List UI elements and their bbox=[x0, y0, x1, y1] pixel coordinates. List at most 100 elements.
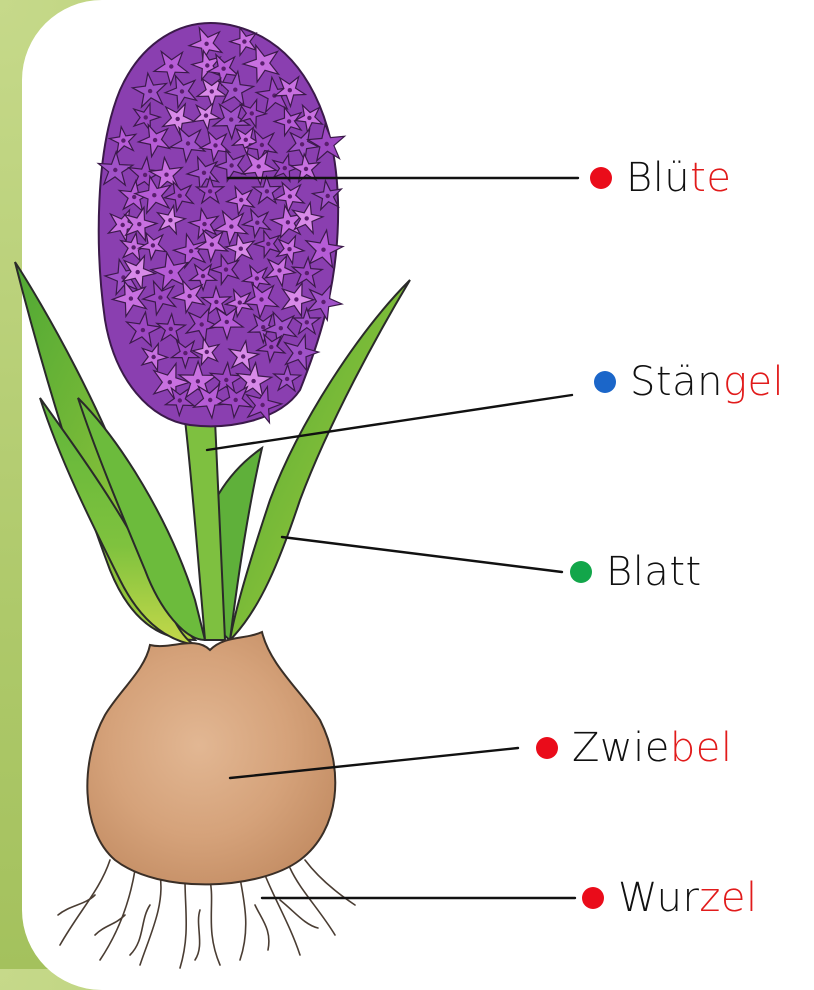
floret-center bbox=[221, 67, 225, 71]
floret-center bbox=[186, 141, 190, 145]
floret-center bbox=[259, 297, 263, 301]
leader-line-blatt bbox=[282, 537, 562, 572]
floret-center bbox=[143, 173, 147, 177]
floret-center bbox=[214, 300, 218, 304]
floret-center bbox=[288, 194, 292, 198]
floret-center bbox=[201, 274, 205, 278]
floret-center bbox=[151, 243, 155, 247]
floret-center bbox=[279, 326, 283, 330]
floret-center bbox=[208, 189, 212, 193]
floret-center bbox=[304, 167, 308, 171]
floret-center bbox=[233, 88, 237, 92]
floret-center bbox=[144, 115, 148, 119]
red-dot-icon bbox=[536, 737, 558, 759]
floret-center bbox=[151, 355, 155, 359]
floret-center bbox=[305, 320, 309, 324]
floret-center bbox=[131, 245, 135, 249]
label-text-red: gel bbox=[723, 359, 784, 405]
floret-center bbox=[239, 247, 243, 251]
floret-center bbox=[239, 198, 243, 202]
label-text-black: Zwie bbox=[572, 725, 670, 771]
label-text-black: Blü bbox=[626, 155, 690, 201]
floret-center bbox=[321, 300, 325, 304]
floret-center bbox=[213, 143, 217, 147]
label-zwiebel: Zwiebel bbox=[536, 724, 732, 772]
floret-center bbox=[129, 296, 133, 300]
floret-center bbox=[121, 138, 125, 142]
hyacinth-illustration bbox=[0, 0, 814, 969]
floret-center bbox=[205, 350, 209, 354]
floret-center bbox=[241, 354, 245, 358]
floret-center bbox=[225, 320, 229, 324]
label-blatt: Blatt bbox=[570, 548, 702, 596]
floret-center bbox=[152, 193, 156, 197]
floret-center bbox=[260, 143, 264, 147]
floret-center bbox=[300, 142, 304, 146]
floret-center bbox=[141, 328, 145, 332]
floret-center bbox=[210, 242, 214, 246]
floret-center bbox=[202, 171, 206, 175]
floret-center bbox=[277, 268, 281, 272]
red-dot-icon bbox=[582, 887, 604, 909]
floret-center bbox=[210, 89, 214, 93]
floret-center bbox=[202, 222, 206, 226]
label-text-red: bel bbox=[670, 725, 733, 771]
floret-center bbox=[287, 247, 291, 251]
floret-center bbox=[137, 222, 141, 226]
floret-center bbox=[283, 166, 287, 170]
label-text-black: Blatt bbox=[606, 549, 702, 595]
label-text-black: Wur bbox=[618, 875, 699, 921]
floret-center bbox=[196, 379, 200, 383]
floret-center bbox=[321, 248, 325, 252]
floret-center bbox=[250, 111, 254, 115]
floret-center bbox=[178, 398, 182, 402]
label-text-black: Stän bbox=[630, 359, 723, 405]
floret-center bbox=[269, 345, 273, 349]
floret-center bbox=[169, 64, 173, 68]
floret-center bbox=[204, 113, 208, 117]
label-text-red: zel bbox=[699, 875, 757, 921]
floret-center bbox=[204, 42, 208, 46]
label-text-red: te bbox=[690, 155, 731, 201]
floret-center bbox=[260, 403, 264, 407]
floret-center bbox=[298, 351, 302, 355]
floret-center bbox=[229, 224, 233, 228]
floret-center bbox=[251, 379, 255, 383]
floret-center bbox=[169, 327, 173, 331]
floret-center bbox=[265, 189, 269, 193]
floret-center bbox=[234, 398, 238, 402]
bulb bbox=[87, 632, 335, 884]
floret-center bbox=[287, 119, 291, 123]
floret-center bbox=[178, 194, 182, 198]
floret-center bbox=[229, 117, 233, 121]
floret-center bbox=[180, 89, 184, 93]
floret-center bbox=[164, 173, 168, 177]
floret-center bbox=[121, 223, 125, 227]
floret-center bbox=[176, 117, 180, 121]
floret-center bbox=[148, 89, 152, 93]
floret-center bbox=[168, 380, 172, 384]
floret-center bbox=[205, 63, 209, 67]
floret-center bbox=[260, 61, 264, 65]
floret-center bbox=[288, 88, 292, 92]
floret-center bbox=[136, 270, 140, 274]
floret-center bbox=[244, 138, 248, 142]
floret-center bbox=[255, 221, 259, 225]
floret-center bbox=[305, 271, 309, 275]
floret-center bbox=[326, 194, 330, 198]
floret-center bbox=[255, 276, 259, 280]
floret-center bbox=[325, 142, 329, 146]
floret-center bbox=[169, 270, 173, 274]
floret-center bbox=[266, 242, 270, 246]
floret-center bbox=[183, 351, 187, 355]
floret-center bbox=[224, 267, 228, 271]
floret-center bbox=[200, 322, 204, 326]
floret-center bbox=[158, 295, 162, 299]
floret-center bbox=[153, 138, 157, 142]
green-dot-icon bbox=[570, 561, 592, 583]
red-dot-icon bbox=[590, 167, 612, 189]
